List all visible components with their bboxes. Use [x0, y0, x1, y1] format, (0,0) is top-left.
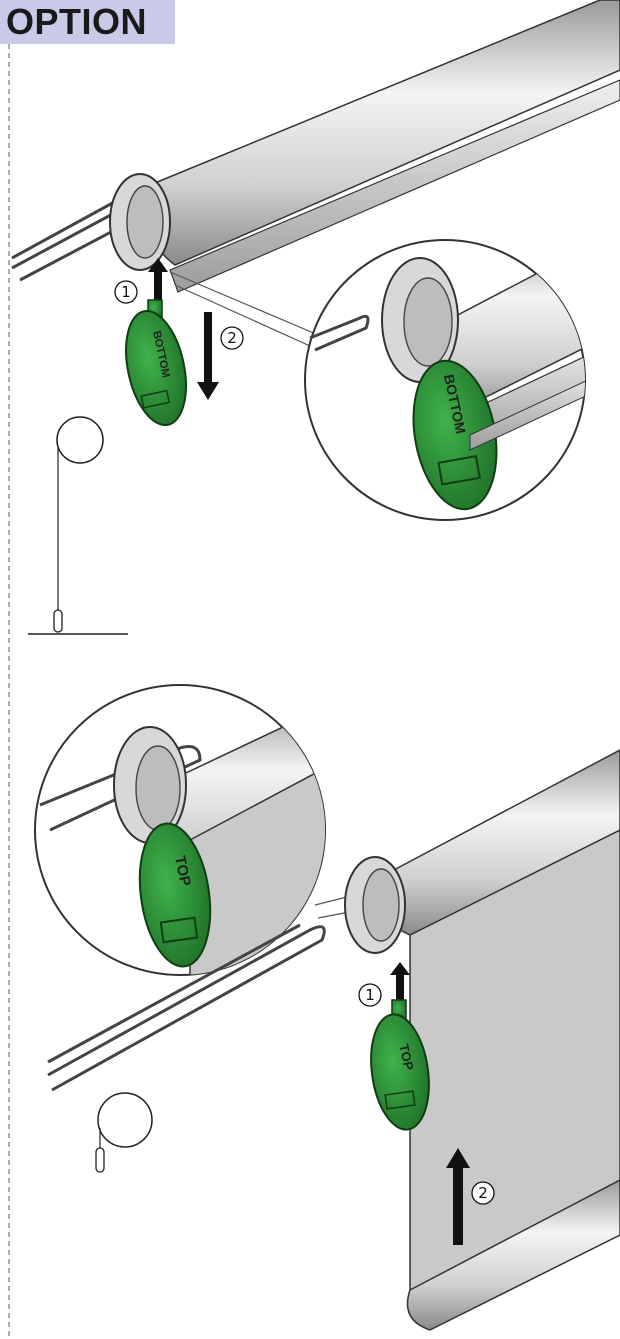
upper-assembly: 1 2 BOTTOM — [11, 0, 620, 635]
lower-detail-magnifier: TOP — [34, 684, 326, 976]
lower-step-two: 2 — [478, 1184, 488, 1202]
upper-step-two: 2 — [227, 329, 237, 347]
lower-tag-label: TOP — [396, 1043, 416, 1072]
lower-wire-bracket — [47, 925, 326, 1092]
upper-green-tag: BOTTOM — [125, 299, 187, 427]
lower-bottom-bar — [406, 1179, 620, 1331]
lower-step-one-badge — [358, 983, 382, 1007]
lower-pull-ring — [97, 1092, 153, 1148]
upper-detail-magnifier: BOTTOM — [304, 239, 586, 521]
upper-roller-tube — [147, 0, 620, 266]
upper-down-arrow — [197, 312, 219, 400]
upper-pull-ring — [56, 416, 104, 464]
option-label: OPTION — [0, 0, 175, 44]
lower-assembly: 1 TOP 2 — [47, 749, 620, 1331]
lower-up-arrow — [390, 962, 410, 1000]
upper-up-arrow — [148, 258, 168, 300]
lower-green-tag: TOP — [370, 999, 430, 1131]
lower-up-arrow-two — [446, 1148, 470, 1245]
lower-step-two-badge — [471, 1181, 495, 1205]
upper-cord-weight — [53, 609, 63, 633]
lower-detail-tag-label: TOP — [171, 854, 194, 887]
lower-cord-weight — [95, 1147, 105, 1173]
upper-step-one-badge — [114, 280, 138, 304]
upper-step-two-badge — [220, 326, 244, 350]
lower-step-one: 1 — [365, 986, 375, 1004]
upper-step-one: 1 — [121, 283, 131, 301]
upper-callout-line — [169, 271, 331, 356]
